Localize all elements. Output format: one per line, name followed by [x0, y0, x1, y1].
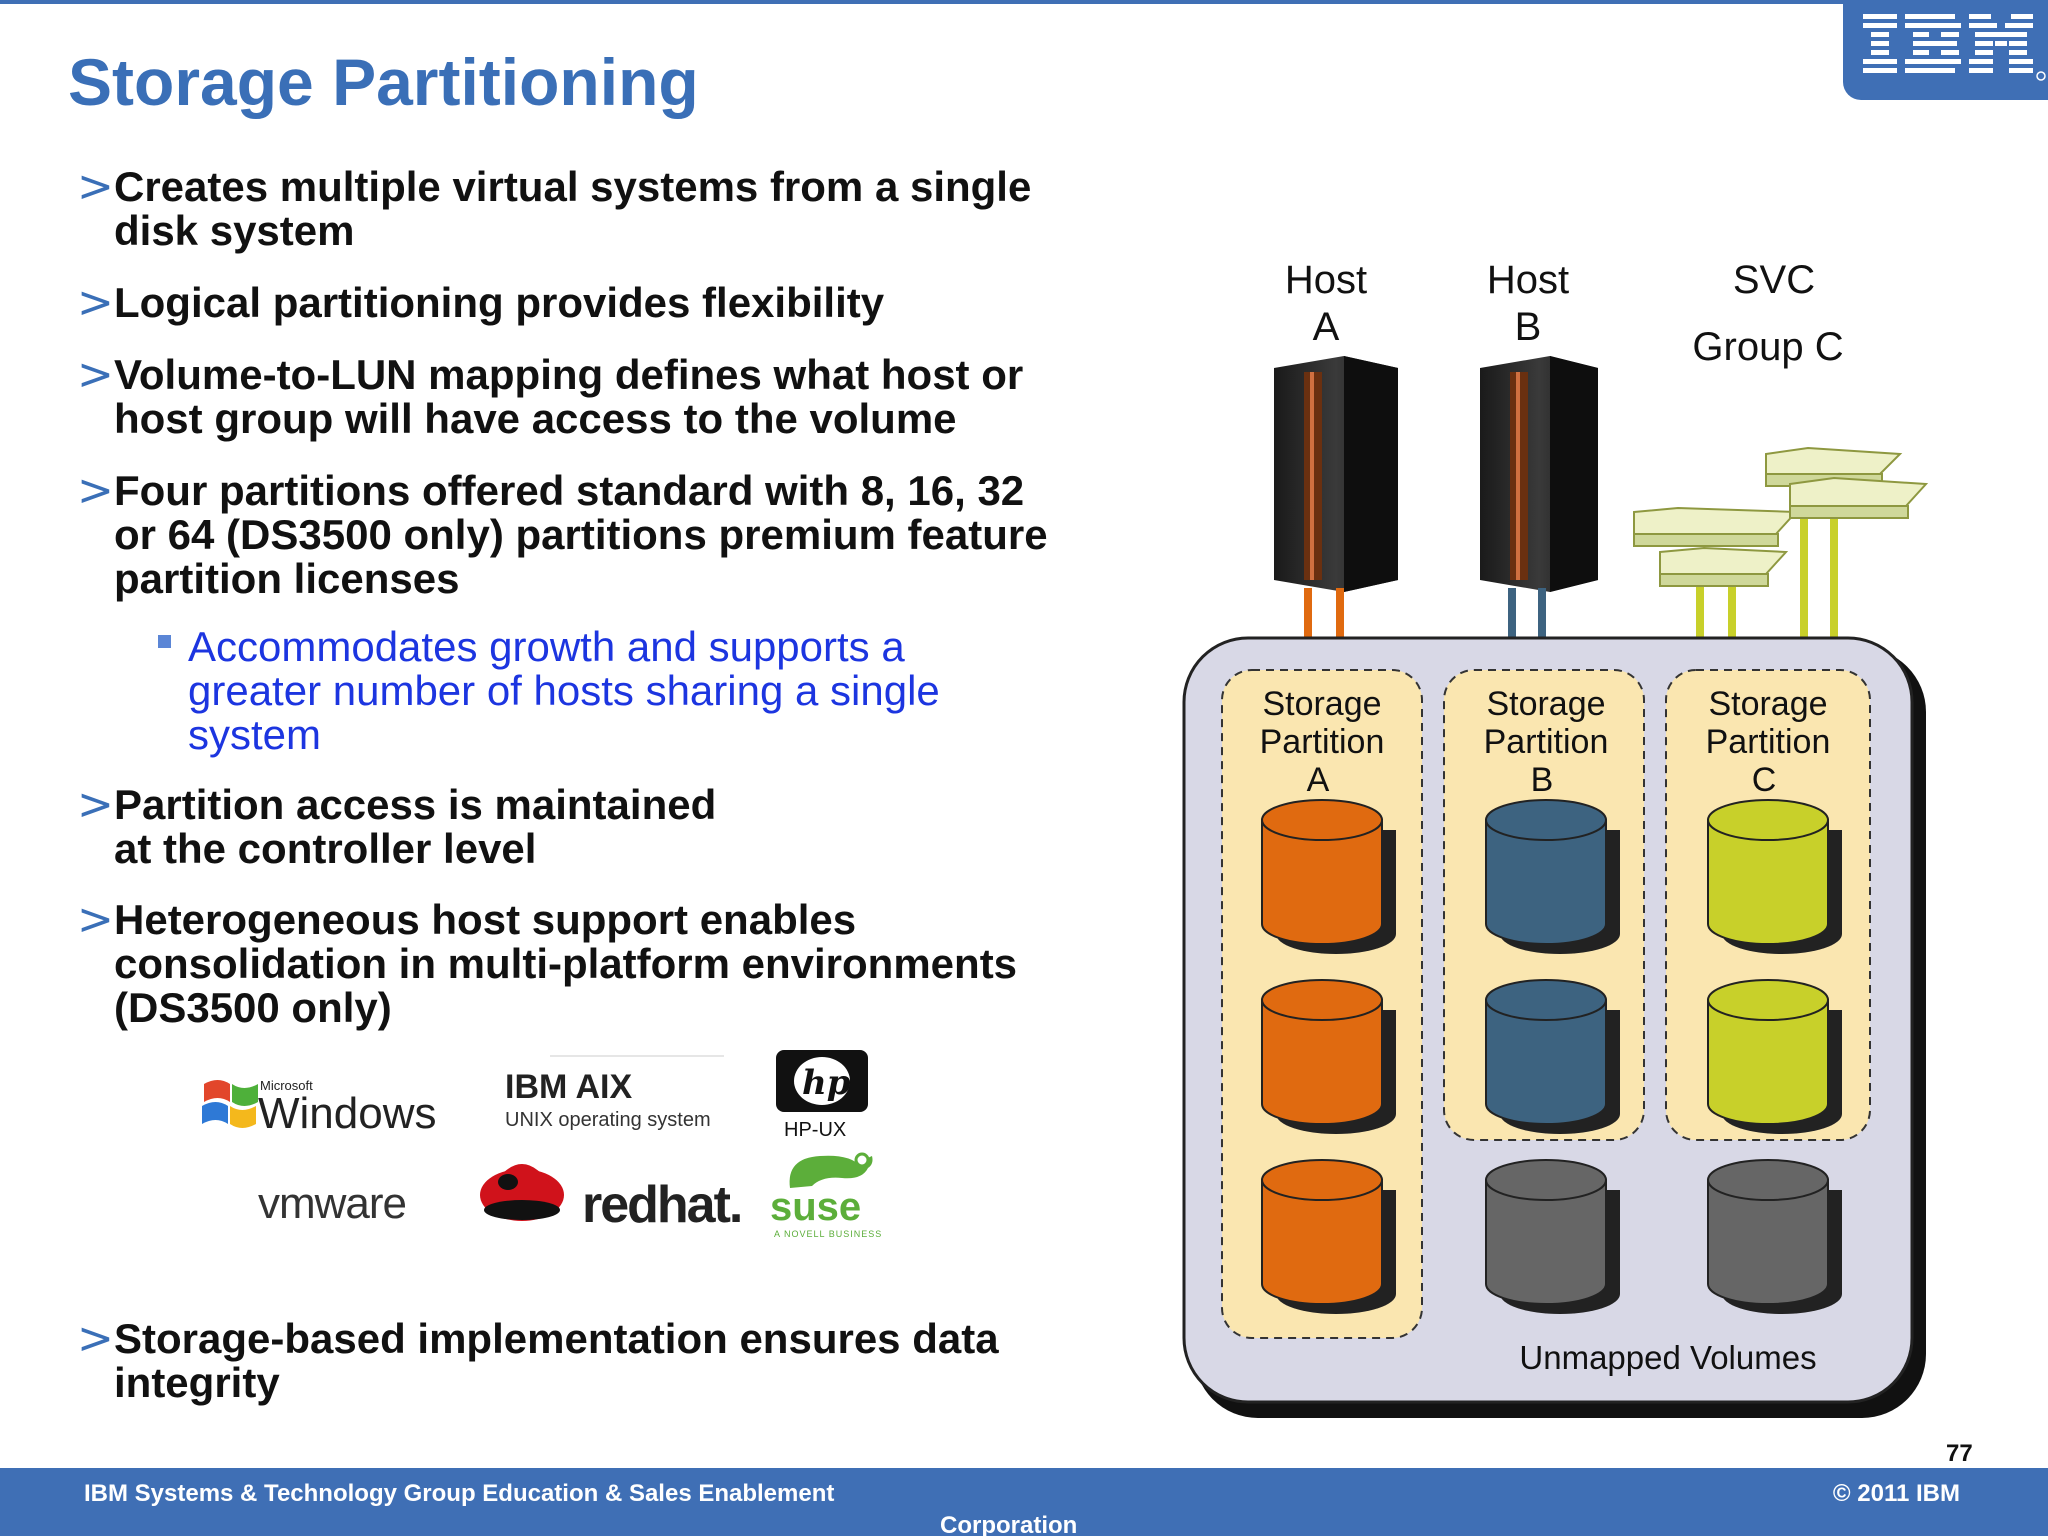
hp-logo: hp HP-UX	[776, 1050, 868, 1141]
chevron-right-icon: >	[77, 161, 114, 212]
windows-logo: Microsoft Windows	[202, 1078, 437, 1138]
bullet-text: Heterogeneous host support enables conso…	[114, 896, 1018, 1031]
svc-group-label: SVC Group C	[1692, 258, 1843, 369]
hp-mark: hp	[802, 1063, 851, 1103]
svg-text:Partition: Partition	[1260, 723, 1385, 761]
chevron-right-icon: >	[77, 465, 114, 516]
slide-title: Storage Partitioning	[68, 45, 699, 119]
bullet-text: Logical partitioning provides flexibilit…	[114, 279, 885, 326]
chevron-right-icon: >	[77, 779, 114, 830]
footer-copyright: © 2011 IBM	[1832, 1480, 1960, 1507]
bullet-text: Creates multiple virtual systems from a …	[114, 163, 1032, 254]
bullet-text: Storage-based implementation ensures dat…	[114, 1315, 999, 1406]
svg-text:Host: Host	[1285, 258, 1367, 302]
chevron-right-icon: >	[77, 894, 114, 945]
windows-small-label: Microsoft	[260, 1078, 313, 1093]
svg-text:A: A	[1313, 305, 1340, 349]
chevron-right-icon: >	[77, 1313, 114, 1364]
host-b-label: Host B	[1487, 258, 1569, 349]
top-frame-line	[0, 0, 2048, 4]
windows-label: Windows	[258, 1089, 437, 1138]
footer-corporation: Corporation	[940, 1512, 1078, 1539]
svg-text:B: B	[1531, 761, 1554, 799]
footer-left-text: IBM Systems & Technology Group Education…	[84, 1480, 835, 1507]
sub-bullet-text: Accommodates growth and supports a great…	[188, 623, 940, 758]
os-logos: Microsoft Windows IBM AIX UNIX operating…	[190, 1050, 910, 1250]
vmware-logo: vmware	[258, 1179, 407, 1228]
volume-partition-b	[1485, 799, 1620, 954]
volume-partition-c	[1707, 979, 1842, 1134]
unmapped-volumes-label: Unmapped Volumes	[1519, 1339, 1816, 1376]
unmapped-volume	[1485, 1159, 1620, 1314]
volume-partition-b	[1485, 979, 1620, 1134]
svg-text:B: B	[1515, 305, 1542, 349]
bullet-text: Four partitions offered standard with 8,…	[114, 467, 1048, 602]
page-number: 77	[1946, 1440, 1973, 1467]
suse-label: suse	[770, 1185, 861, 1229]
svg-text:Storage: Storage	[1262, 685, 1381, 723]
redhat-label: redhat.	[582, 1176, 741, 1234]
svg-text:Group C: Group C	[1692, 325, 1843, 369]
svg-text:Host: Host	[1487, 258, 1569, 302]
redhat-logo: redhat.	[480, 1164, 743, 1234]
volume-partition-a	[1261, 979, 1396, 1134]
svg-text:SVC: SVC	[1733, 258, 1815, 302]
svg-text:Storage: Storage	[1486, 685, 1605, 723]
aix-subtitle: UNIX operating system	[505, 1109, 711, 1131]
svg-text:Partition: Partition	[1706, 723, 1831, 761]
aix-logo: IBM AIX UNIX operating system	[505, 1055, 724, 1131]
server-a-icon	[1274, 356, 1398, 640]
footer-bar: IBM Systems & Technology Group Education…	[0, 1468, 2048, 1539]
svc-node-icon	[1633, 446, 1929, 640]
volume-partition-c	[1707, 799, 1842, 954]
bullet-text: Partition access is maintained at the co…	[114, 781, 717, 872]
unmapped-volume	[1707, 1159, 1842, 1314]
host-a-label: Host A	[1285, 258, 1367, 349]
suse-logo: suse A NOVELL BUSINESS	[770, 1152, 882, 1239]
vmware-label: vmware	[258, 1179, 406, 1228]
volume-partition-a	[1261, 799, 1396, 954]
aix-title: IBM AIX	[505, 1068, 633, 1106]
ibm-logo	[1843, 0, 2048, 100]
chevron-right-icon: >	[77, 349, 114, 400]
svg-text:A: A	[1307, 761, 1330, 799]
server-b-icon	[1480, 356, 1598, 640]
svg-text:Partition: Partition	[1484, 723, 1609, 761]
volume-partition-a	[1261, 1159, 1396, 1314]
chevron-right-icon: >	[77, 277, 114, 328]
hp-label: HP-UX	[784, 1119, 846, 1141]
ibm-logo-mark	[1863, 14, 2046, 81]
svg-text:C: C	[1752, 761, 1777, 799]
svg-text:Storage: Storage	[1708, 685, 1827, 723]
partition-diagram: Host A Host B SVC Group C	[1180, 250, 1940, 1435]
suse-sub-label: A NOVELL BUSINESS	[774, 1229, 882, 1239]
bullet-text: Volume-to-LUN mapping defines what host …	[114, 351, 1024, 442]
square-bullet-icon	[158, 635, 171, 648]
